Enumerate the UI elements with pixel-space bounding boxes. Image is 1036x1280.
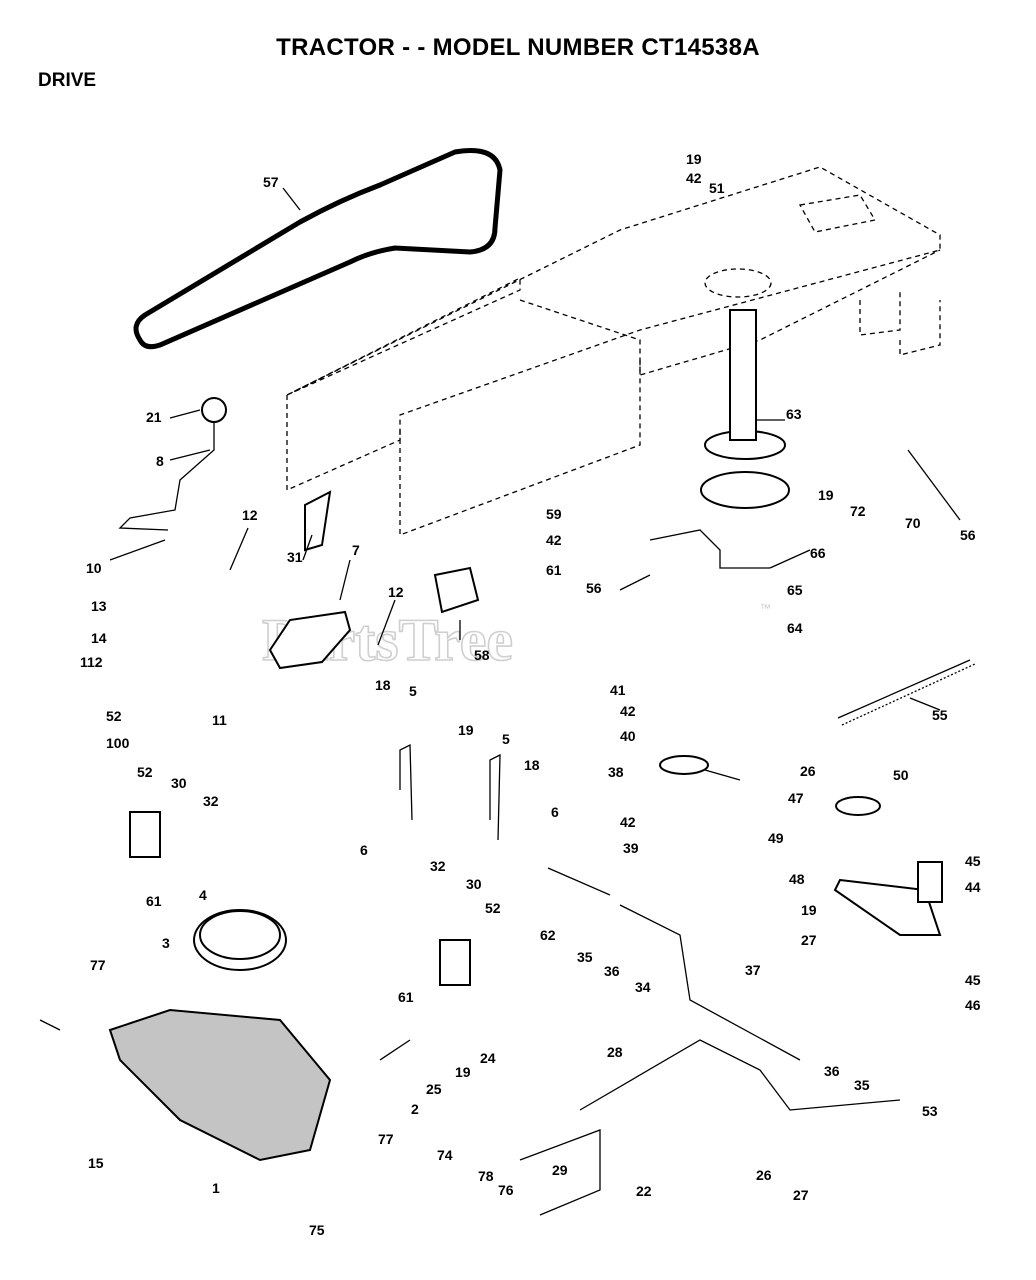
callout-11: 11 <box>212 712 227 728</box>
callout-3: 3 <box>162 935 170 951</box>
callout-35: 35 <box>854 1077 870 1093</box>
callout-55: 55 <box>932 707 948 723</box>
callout-8: 8 <box>156 453 164 469</box>
callout-19: 19 <box>458 722 474 738</box>
callout-13: 13 <box>91 598 107 614</box>
callout-12: 12 <box>388 584 404 600</box>
callout-74: 74 <box>437 1147 453 1163</box>
callout-42: 42 <box>686 170 702 186</box>
callout-40: 40 <box>620 728 636 744</box>
callout-58: 58 <box>474 647 490 663</box>
callout-45: 45 <box>965 853 981 869</box>
callout-112: 112 <box>80 654 103 670</box>
callout-62: 62 <box>540 927 556 943</box>
callout-14: 14 <box>91 630 107 646</box>
callout-42: 42 <box>546 532 562 548</box>
callout-57: 57 <box>263 174 279 190</box>
callout-45: 45 <box>965 972 981 988</box>
callout-7: 7 <box>352 542 360 558</box>
callout-52: 52 <box>106 708 122 724</box>
callout-36: 36 <box>604 963 620 979</box>
callout-51: 51 <box>709 180 725 196</box>
callout-29: 29 <box>552 1162 568 1178</box>
callout-52: 52 <box>137 764 153 780</box>
callout-56: 56 <box>960 527 976 543</box>
callout-10: 10 <box>86 560 102 576</box>
callout-19: 19 <box>801 902 817 918</box>
callout-labels: 57 19 42 51 63 21 8 12 10 31 7 59 42 61 … <box>80 151 981 1238</box>
callout-46: 46 <box>965 997 981 1013</box>
callout-48: 48 <box>789 871 805 887</box>
callout-65: 65 <box>787 582 803 598</box>
callout-50: 50 <box>893 767 909 783</box>
callout-37: 37 <box>745 962 761 978</box>
leader-lines <box>39 187 961 1031</box>
callout-6: 6 <box>551 804 559 820</box>
callout-26: 26 <box>756 1167 772 1183</box>
callout-5: 5 <box>502 731 510 747</box>
callout-22: 22 <box>636 1183 652 1199</box>
callout-25: 25 <box>426 1081 442 1097</box>
callout-52: 52 <box>485 900 501 916</box>
callout-49: 49 <box>768 830 784 846</box>
callout-75: 75 <box>309 1222 325 1238</box>
callout-34: 34 <box>635 979 651 995</box>
callout-4: 4 <box>199 887 207 903</box>
callout-2: 2 <box>411 1101 419 1117</box>
callout-6: 6 <box>360 842 368 858</box>
callout-39: 39 <box>623 840 639 856</box>
callout-19: 19 <box>455 1064 471 1080</box>
part-shapes <box>108 309 976 1216</box>
callout-44: 44 <box>965 879 981 895</box>
callout-27: 27 <box>793 1187 809 1203</box>
callout-30: 30 <box>171 775 187 791</box>
callout-38: 38 <box>608 764 624 780</box>
callout-42: 42 <box>620 703 636 719</box>
callout-30: 30 <box>466 876 482 892</box>
callout-61: 61 <box>546 562 562 578</box>
callout-47: 47 <box>788 790 804 806</box>
callout-21: 21 <box>146 409 162 425</box>
callout-27: 27 <box>801 932 817 948</box>
callout-41: 41 <box>610 682 626 698</box>
callout-53: 53 <box>922 1103 938 1119</box>
callout-1: 1 <box>212 1180 220 1196</box>
callout-5: 5 <box>409 683 417 699</box>
callout-24: 24 <box>480 1050 496 1066</box>
callout-61: 61 <box>146 893 162 909</box>
callout-36: 36 <box>824 1063 840 1079</box>
callout-19: 19 <box>686 151 702 167</box>
callout-42: 42 <box>620 814 636 830</box>
callout-78: 78 <box>478 1168 494 1184</box>
callout-15: 15 <box>88 1155 104 1171</box>
callout-28: 28 <box>607 1044 623 1060</box>
callout-63: 63 <box>786 406 802 422</box>
callout-56: 56 <box>586 580 602 596</box>
watermark-trademark: ™ <box>760 603 771 615</box>
page-title: TRACTOR - - MODEL NUMBER CT14538A <box>276 34 760 61</box>
section-title: DRIVE <box>38 70 97 91</box>
callout-18: 18 <box>375 677 391 693</box>
belt <box>133 148 503 350</box>
frame <box>286 166 941 536</box>
callout-19: 19 <box>818 487 834 503</box>
callout-64: 64 <box>787 620 803 636</box>
callout-59: 59 <box>546 506 562 522</box>
callout-61: 61 <box>398 989 414 1005</box>
callout-72: 72 <box>850 503 866 519</box>
callout-70: 70 <box>905 515 921 531</box>
callout-77: 77 <box>90 957 106 973</box>
callout-26: 26 <box>800 763 816 779</box>
callout-31: 31 <box>287 549 303 565</box>
callout-32: 32 <box>430 858 446 874</box>
callout-12: 12 <box>242 507 258 523</box>
callout-77: 77 <box>378 1131 394 1147</box>
callout-32: 32 <box>203 793 219 809</box>
callout-35: 35 <box>577 949 593 965</box>
callout-100: 100 <box>106 735 130 751</box>
callout-18: 18 <box>524 757 540 773</box>
callout-66: 66 <box>810 545 826 561</box>
callout-76: 76 <box>498 1182 514 1198</box>
